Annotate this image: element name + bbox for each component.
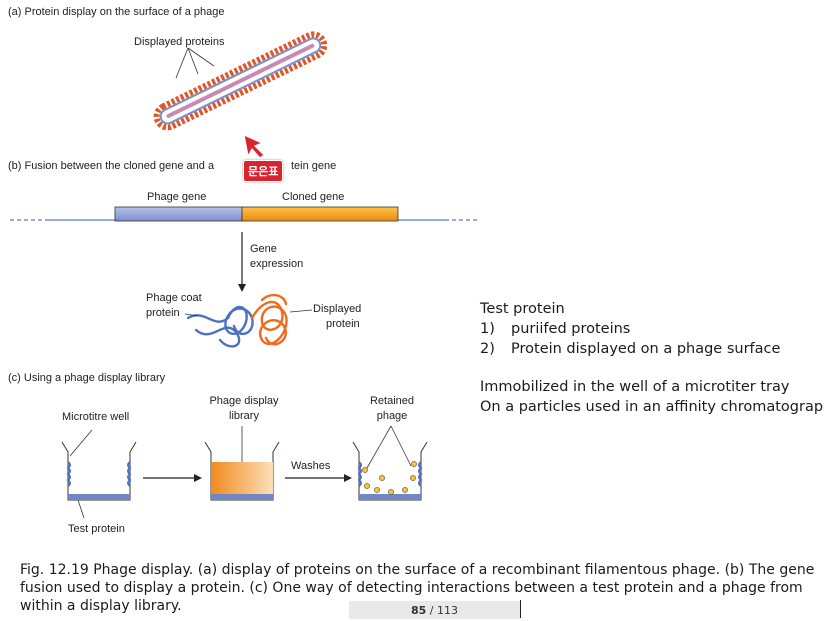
phage-library-label-2: library: [229, 410, 259, 422]
note-test-protein: Test protein: [480, 301, 565, 317]
retained-phage-label-1: Retained: [369, 395, 415, 407]
note-immobilized: Immobilized in the well of a microtiter …: [480, 379, 790, 395]
figure-illustration: [10, 31, 480, 519]
displayed-protein-label-1: Displayed: [313, 303, 362, 315]
test-protein-label: Test protein: [68, 523, 125, 535]
cloned-gene-block: [241, 206, 399, 222]
washes-label: Washes: [291, 460, 331, 472]
microtitre-well-2: [204, 426, 280, 501]
displayed-proteins-pointer: [175, 47, 215, 79]
cloned-gene-label: Cloned gene: [282, 191, 345, 203]
page-indicator: 85 / 113: [349, 601, 520, 619]
panel-c-title: (c) Using a phage display library: [8, 372, 166, 384]
panel-b-title-left: (b) Fusion between the cloned gene and a: [8, 160, 215, 172]
retained-phage-label-2: phage: [376, 410, 408, 422]
annotation-label[interactable]: 문은표: [243, 160, 284, 182]
figure-caption: Fig. 12.19 Phage display. (a) display of…: [20, 562, 815, 614]
phage-gene-block: [114, 206, 243, 222]
arrow-washes-icon: [285, 474, 352, 482]
phage-filament-icon: [153, 31, 328, 131]
microtitre-well-1: [61, 441, 137, 501]
gene-construct: [10, 206, 480, 222]
note-item-1-number: 1): [480, 321, 495, 337]
current-page: 85: [410, 604, 427, 617]
text-cursor: [520, 600, 521, 618]
expression-arrow-icon: [238, 232, 246, 292]
displayed-proteins-label: Displayed proteins: [134, 36, 225, 48]
annotation-arrow-icon: [243, 133, 265, 159]
fusion-protein-icon: [186, 293, 288, 348]
gene-expression-label-1: Gene: [250, 243, 277, 255]
microtitre-well-label: Microtitre well: [62, 411, 130, 423]
note-item-1-text: puriifed proteins: [511, 321, 631, 337]
arrow-to-library-icon: [143, 474, 202, 482]
panel-b-title-right: tein gene: [291, 160, 337, 172]
page-separator: /: [426, 604, 437, 617]
microtitre-well-3: [352, 425, 428, 501]
note-item-2-number: 2): [480, 341, 495, 357]
phage-coat-label-1: Phage coat: [146, 292, 202, 304]
total-pages: 113: [437, 604, 458, 617]
panel-a-title: (a) Protein display on the surface of a …: [8, 6, 225, 18]
displayed-protein-label-2: protein: [326, 318, 360, 330]
phage-coat-label-2: protein: [146, 307, 180, 319]
gene-expression-label-2: expression: [250, 258, 304, 270]
note-item-2-text: Protein displayed on a phage surface: [511, 341, 781, 357]
note-particles: On a particles used in an affinity chrom…: [480, 399, 824, 415]
phage-library-label-1: Phage display: [209, 395, 279, 407]
phage-gene-label: Phage gene: [147, 191, 207, 203]
